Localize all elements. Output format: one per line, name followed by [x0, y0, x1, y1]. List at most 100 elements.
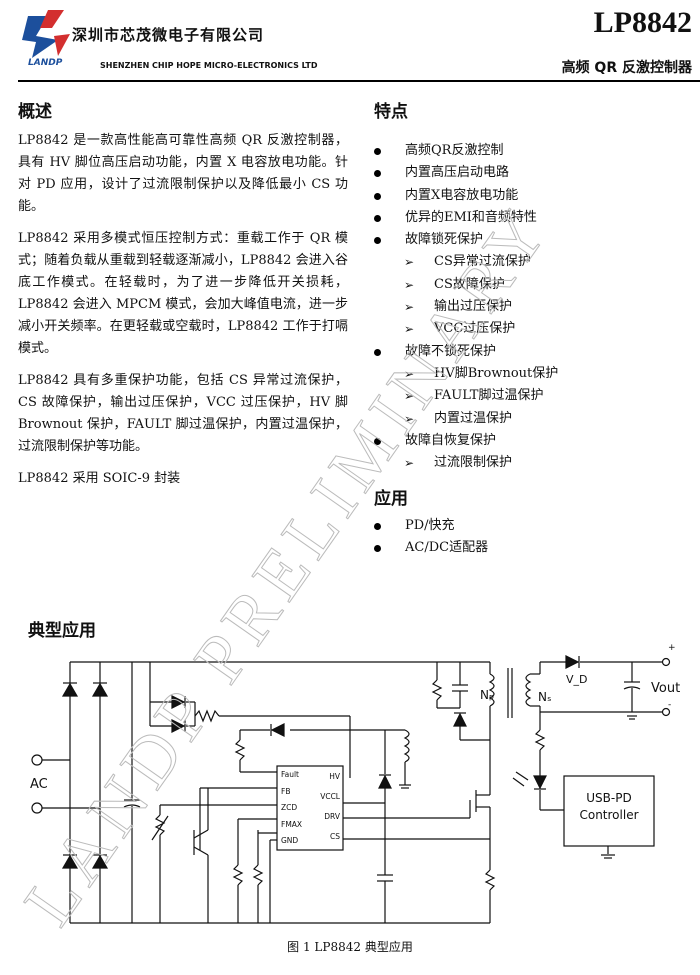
- arrow-bullet-icon: ➢: [404, 300, 415, 315]
- logo-text: LANDP: [28, 58, 63, 68]
- pin-cs: CS: [330, 832, 340, 841]
- arrow-bullet-icon: ➢: [404, 366, 415, 381]
- pin-vccl: VCCL: [320, 792, 340, 801]
- controller-ic: [276, 765, 344, 851]
- features-list: 高频QR反激控制 内置高压启动电路 内置X电容放电功能 优异的EMI和音频特性 …: [374, 140, 558, 474]
- aux-winding-icon: [385, 729, 410, 763]
- vout-terminal-icon: [661, 657, 671, 667]
- diode-icon: [378, 774, 392, 789]
- arrow-bullet-icon: ➢: [404, 277, 415, 292]
- applications-heading: 应用: [374, 489, 408, 509]
- vout-label: Vout: [651, 681, 681, 696]
- overview-text: LP8842 是一款高性能高可靠性高频 QR 反激控制器，具有 HV 脚位高压启…: [18, 130, 348, 500]
- bullet-icon: [374, 214, 381, 222]
- typical-app-heading: 典型应用: [28, 621, 96, 641]
- feature-subitem: ➢输出过压保护: [374, 296, 558, 318]
- vd-label: V_D: [566, 673, 588, 686]
- resistor-icon: [484, 869, 496, 891]
- bullet-icon: [374, 348, 381, 356]
- bullet-icon: [374, 170, 381, 178]
- overview-heading: 概述: [18, 102, 52, 122]
- feature-subitem: ➢FAULT脚过温保护: [374, 385, 558, 407]
- primary-winding-icon: [488, 673, 495, 707]
- feature-item: 内置高压启动电路: [374, 162, 558, 184]
- diode-icon: [270, 723, 285, 737]
- diode-icon: [171, 695, 186, 733]
- arrow-bullet-icon: ➢: [404, 322, 415, 337]
- figure-caption: 图 1 LP8842 典型应用: [287, 940, 413, 954]
- bridge-diode-icon: [61, 682, 109, 869]
- resistor-icon: [431, 679, 443, 701]
- company-name-en: SHENZHEN CHIP HOPE MICRO-ELECTRONICS LTD: [100, 61, 318, 70]
- pin-hv: HV: [329, 772, 340, 781]
- ns-label: Nₛ: [538, 690, 552, 704]
- resistor-icon: [534, 729, 546, 751]
- company-name-cn: 深圳市芯茂微电子有限公司: [72, 26, 265, 44]
- ac-label: AC: [30, 777, 48, 792]
- company-logo-icon: [22, 10, 70, 58]
- feature-item: 故障锁死保护: [374, 229, 558, 251]
- bullet-icon: [374, 237, 381, 245]
- opto-led-icon: [533, 775, 547, 790]
- usb-pd-label-1: USB-PD: [586, 791, 632, 805]
- header-rule: [18, 80, 700, 82]
- application-item: PD/快充: [374, 515, 488, 537]
- diode-icon: [453, 712, 467, 727]
- vout-terminal-icon: [661, 707, 671, 717]
- pin-drv: DRV: [324, 812, 340, 821]
- bullet-icon: [374, 192, 381, 200]
- feature-item: 优异的EMI和音频特性: [374, 207, 558, 229]
- resistor-icon: [194, 709, 220, 723]
- ic-right-pins: HV VCCL DRV CS: [316, 767, 340, 847]
- resistor-icon: [154, 814, 166, 836]
- pin-zcd: ZCD: [281, 803, 298, 812]
- resistor-icon: [234, 739, 246, 761]
- ac-terminal-icon: [31, 754, 43, 766]
- pin-fmax: FMAX: [281, 819, 303, 829]
- np-label: Nₚ: [480, 688, 495, 702]
- feature-subitem: ➢VCC过压保护: [374, 318, 558, 340]
- usb-pd-controller-box: [563, 775, 655, 847]
- document-subtitle: 高频 QR 反激控制器: [561, 60, 692, 76]
- feature-subitem: ➢CS异常过流保护: [374, 251, 558, 273]
- bullet-icon: [374, 523, 381, 530]
- pin-fb: FB: [281, 786, 291, 796]
- pin-fault: Fault: [281, 770, 299, 779]
- arrow-bullet-icon: ➢: [404, 456, 415, 471]
- ac-terminal-icon: [31, 802, 43, 814]
- arrow-bullet-icon: ➢: [404, 411, 415, 426]
- overview-paragraph-1: LP8842 是一款高性能高可靠性高频 QR 反激控制器，具有 HV 脚位高压启…: [18, 133, 348, 214]
- pin-gnd: GND: [281, 836, 299, 845]
- feature-item: 高频QR反激控制: [374, 140, 558, 162]
- bullet-icon: [374, 437, 381, 445]
- resistor-icon: [232, 864, 244, 886]
- ground-icon: [601, 854, 615, 859]
- feature-subitem: ➢CS故障保护: [374, 274, 558, 296]
- bullet-icon: [374, 148, 381, 155]
- feature-subitem: ➢过流限制保护: [374, 452, 558, 474]
- application-item: AC/DC适配器: [374, 537, 488, 559]
- vout-minus-label: -: [668, 700, 672, 710]
- output-diode-icon: [565, 655, 580, 669]
- overview-paragraph-2: LP8842 采用多模式恒压控制方式：重载工作于 QR 模式；随着负载从重载到轻…: [18, 231, 348, 356]
- feature-item: 故障不锁死保护: [374, 341, 558, 363]
- bullet-icon: [374, 545, 381, 553]
- feature-item: 故障自恢复保护: [374, 430, 558, 452]
- feature-item: 内置X电容放电功能: [374, 185, 558, 207]
- secondary-winding-icon: [525, 673, 532, 707]
- arrow-bullet-icon: ➢: [404, 389, 415, 404]
- feature-subitem: ➢HV脚Brownout保护: [374, 363, 558, 385]
- features-heading: 特点: [374, 102, 408, 122]
- part-number: LP8842: [593, 6, 692, 39]
- typical-application-schematic: [31, 655, 671, 924]
- feature-subitem: ➢内置过温保护: [374, 408, 558, 430]
- ground-icon: [627, 715, 637, 720]
- overview-paragraph-4: LP8842 采用 SOIC-9 封装: [18, 471, 181, 486]
- overview-paragraph-3: LP8842 具有多重保护功能，包括 CS 异常过流保护，CS 故障保护，输出过…: [18, 373, 348, 454]
- vout-plus-label: +: [668, 643, 676, 653]
- usb-pd-label-2: Controller: [579, 808, 639, 822]
- arrow-bullet-icon: ➢: [404, 255, 415, 270]
- ic-left-pins: Fault FB ZCD FMAX GND: [281, 767, 302, 850]
- applications-list: PD/快充 AC/DC适配器: [374, 515, 488, 560]
- resistor-icon: [252, 864, 264, 886]
